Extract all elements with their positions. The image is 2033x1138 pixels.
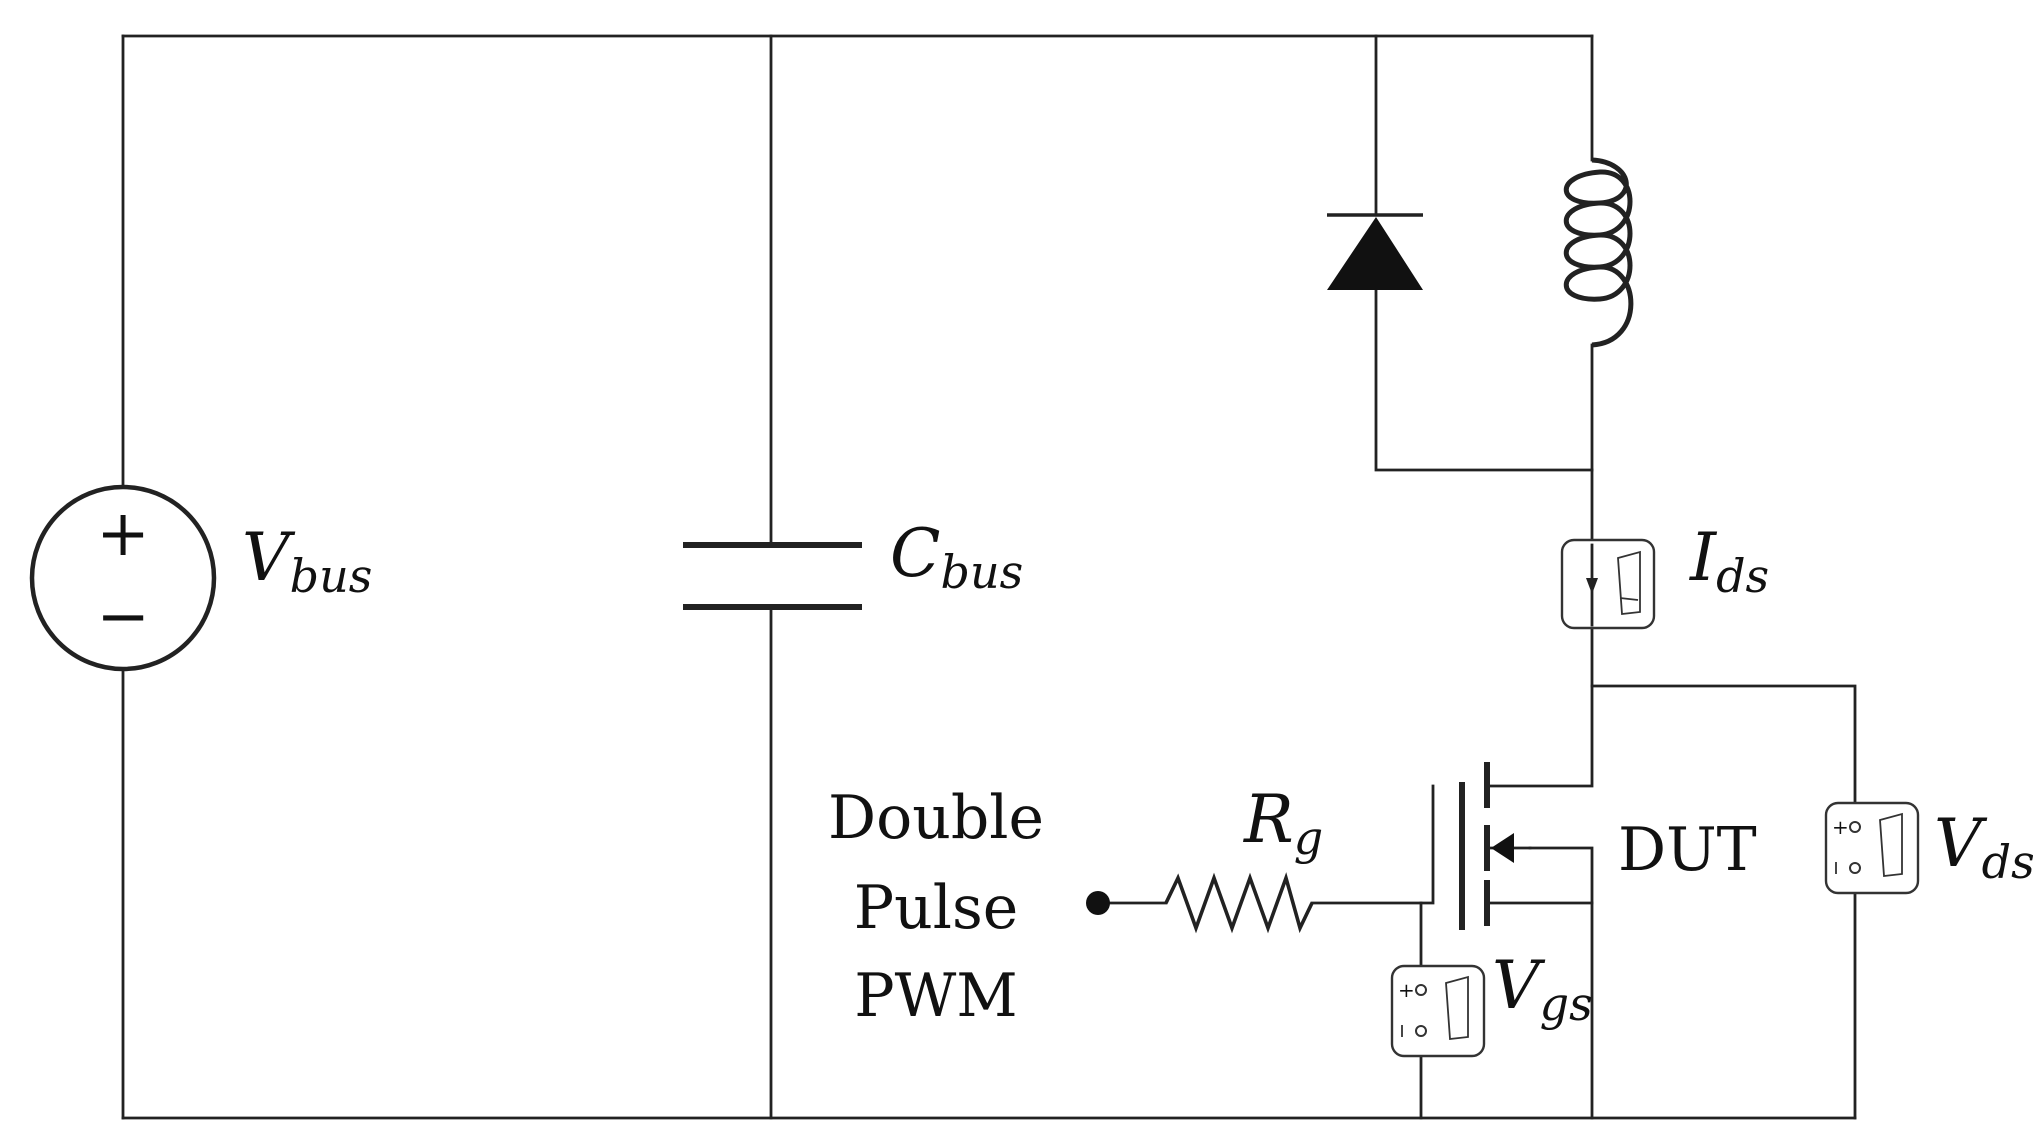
vgs-probe-window — [1445, 975, 1469, 1040]
resistor-zigzag — [1164, 872, 1314, 934]
vds-label: Vds — [1934, 805, 2033, 889]
gate-resistor-rg — [1164, 872, 1314, 934]
ids-current-probe — [1560, 538, 1656, 630]
pwm-label-line3: PWM — [854, 961, 1017, 1031]
source-minus-sign: − — [96, 580, 150, 654]
vds-probe-window — [1879, 812, 1903, 877]
vds-probe-terminal-minus — [1849, 862, 1861, 874]
dut-mosfet — [1459, 762, 1532, 930]
pwm-label-line2: Pulse — [854, 873, 1019, 943]
drain-wire-lower — [1485, 623, 1594, 788]
vgs-probe-box — [1390, 964, 1486, 1058]
diode-wire-bottom — [1374, 288, 1594, 472]
source-plus-sign: + — [96, 497, 150, 571]
vds-voltage-probe: + — [1824, 801, 1920, 895]
voltage-source-circle — [29, 484, 217, 672]
freewheeling-diode — [1327, 213, 1423, 290]
ids-probe-window-inner — [1619, 597, 1639, 601]
pwm-input-terminal — [1086, 891, 1110, 915]
vds-probe-wire — [1590, 684, 1857, 805]
dut-body-wire — [1528, 846, 1594, 1120]
dut-label: DUT — [1618, 815, 1757, 885]
voltage-source-vbus: + − — [29, 484, 217, 672]
load-inductor — [1563, 157, 1634, 348]
vgs-probe-terminal-plus — [1415, 984, 1427, 996]
vgs-voltage-probe: + — [1390, 964, 1486, 1058]
vds-probe-terminal-plus — [1849, 821, 1861, 833]
ids-label: Ids — [1689, 519, 1769, 603]
vds-probe-box — [1824, 801, 1920, 895]
vgs-label: Vgs — [1492, 947, 1593, 1031]
capacitor-cbus — [683, 542, 862, 610]
pwm-label-line1: Double — [828, 783, 1044, 853]
ids-probe-window — [1617, 550, 1641, 615]
ids-probe-box — [1560, 538, 1656, 630]
diode-triangle — [1327, 217, 1423, 290]
ids-direction-arrow — [1586, 578, 1598, 594]
rg-label: Rg — [1243, 781, 1323, 865]
vbus-label: Vbus — [242, 519, 372, 603]
vgs-probe-terminal-minus — [1415, 1025, 1427, 1037]
mosfet-body-arrow — [1491, 833, 1514, 863]
vgs-probe-plus: + — [1398, 978, 1415, 1002]
vds-probe-plus: + — [1832, 815, 1849, 839]
rg-to-gate-wire — [1310, 784, 1435, 905]
cbus-label: Cbus — [890, 515, 1023, 599]
inductor-coil — [1563, 157, 1634, 348]
wires — [121, 34, 1857, 1120]
